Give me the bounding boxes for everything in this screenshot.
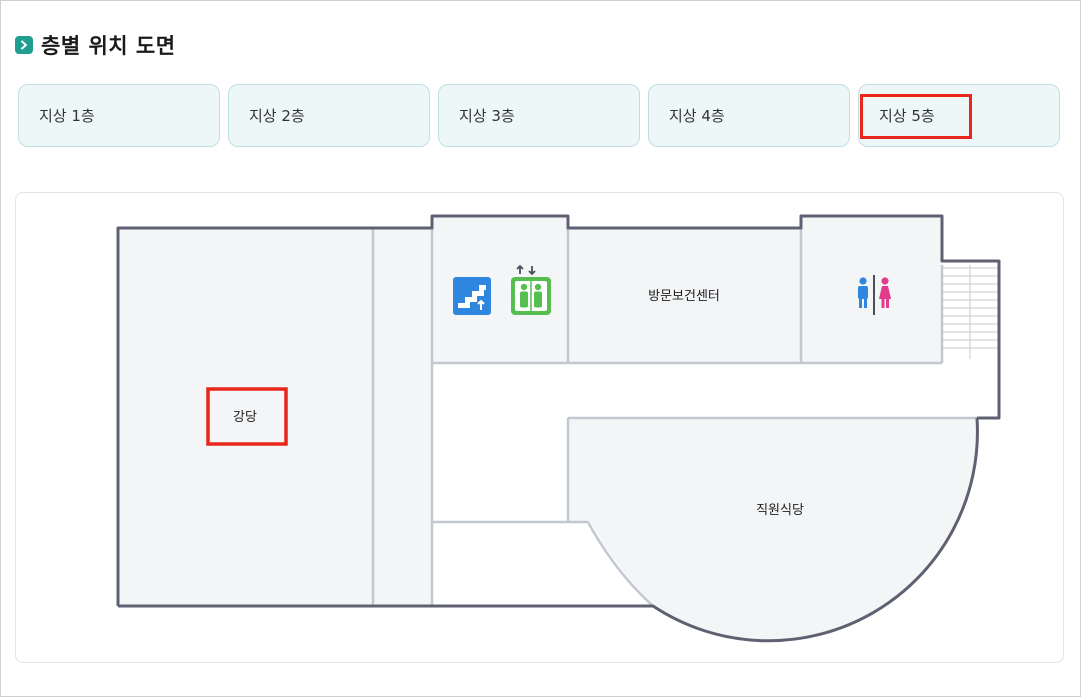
exterior-walls — [116, 214, 1001, 643]
section-header: 층별 위치 도면 — [15, 30, 176, 60]
tab-floor-1[interactable]: 지상 1층 — [18, 84, 220, 147]
room-label-cafeteria: 직원식당 — [756, 503, 804, 518]
interior-walls — [371, 228, 977, 607]
tab-floor-3[interactable]: 지상 3층 — [438, 84, 640, 147]
stair-treads — [942, 265, 999, 359]
page-title: 층별 위치 도면 — [41, 34, 176, 58]
floorplan-card: 방문보건센터 직원식당 강당 — [15, 192, 1064, 663]
tab-floor-5[interactable]: 지상 5층 — [858, 84, 1060, 147]
stairs-icon — [453, 277, 491, 315]
restroom-icon — [858, 275, 891, 315]
auditorium-highlight — [206, 387, 288, 446]
elevator-icon — [511, 264, 551, 315]
room-label-auditorium[interactable]: 강당 — [233, 410, 257, 425]
room-label-health-center: 방문보건센터 — [648, 289, 720, 304]
chevron-right-icon — [15, 36, 33, 54]
floorplan-map: 방문보건센터 직원식당 강당 — [116, 214, 1001, 643]
tab-floor-2[interactable]: 지상 2층 — [228, 84, 430, 147]
floor-tabs: 지상 1층 지상 2층 지상 3층 지상 4층 지상 5층 — [18, 84, 1062, 150]
tab-floor-4[interactable]: 지상 4층 — [648, 84, 850, 147]
